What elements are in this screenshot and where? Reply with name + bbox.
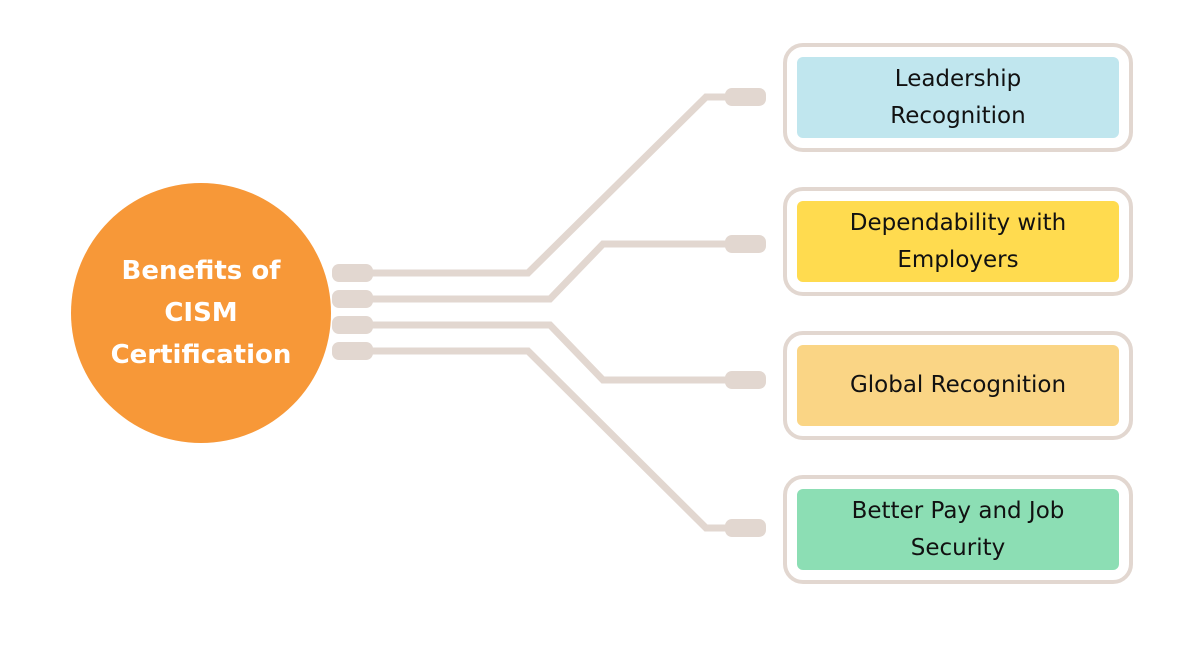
connector-pad: [332, 290, 373, 308]
benefit-card-dependability: Dependability with Employers: [783, 187, 1133, 296]
connector-global: [360, 321, 740, 384]
central-topic-circle: Benefits of CISM Certification: [71, 183, 331, 443]
connector-pad: [725, 519, 766, 537]
connector-pad: [332, 316, 373, 334]
benefit-label: Leadership Recognition: [797, 57, 1119, 138]
benefit-card-leadership: Leadership Recognition: [783, 43, 1133, 152]
benefit-label: Global Recognition: [797, 345, 1119, 426]
central-topic-label: Benefits of CISM Certification: [110, 256, 292, 370]
connector-pad: [332, 342, 373, 360]
benefit-label: Dependability with Employers: [797, 201, 1119, 282]
connector-leadership: [360, 93, 740, 277]
benefit-card-global: Global Recognition: [783, 331, 1133, 440]
benefit-card-pay: Better Pay and Job Security: [783, 475, 1133, 584]
connector-pad: [332, 264, 373, 282]
connector-pad: [725, 235, 766, 253]
connector-pad: [725, 88, 766, 106]
benefit-label: Better Pay and Job Security: [797, 489, 1119, 570]
connector-pad: [725, 371, 766, 389]
connector-pay: [360, 347, 740, 532]
connector-dependability: [360, 240, 740, 303]
